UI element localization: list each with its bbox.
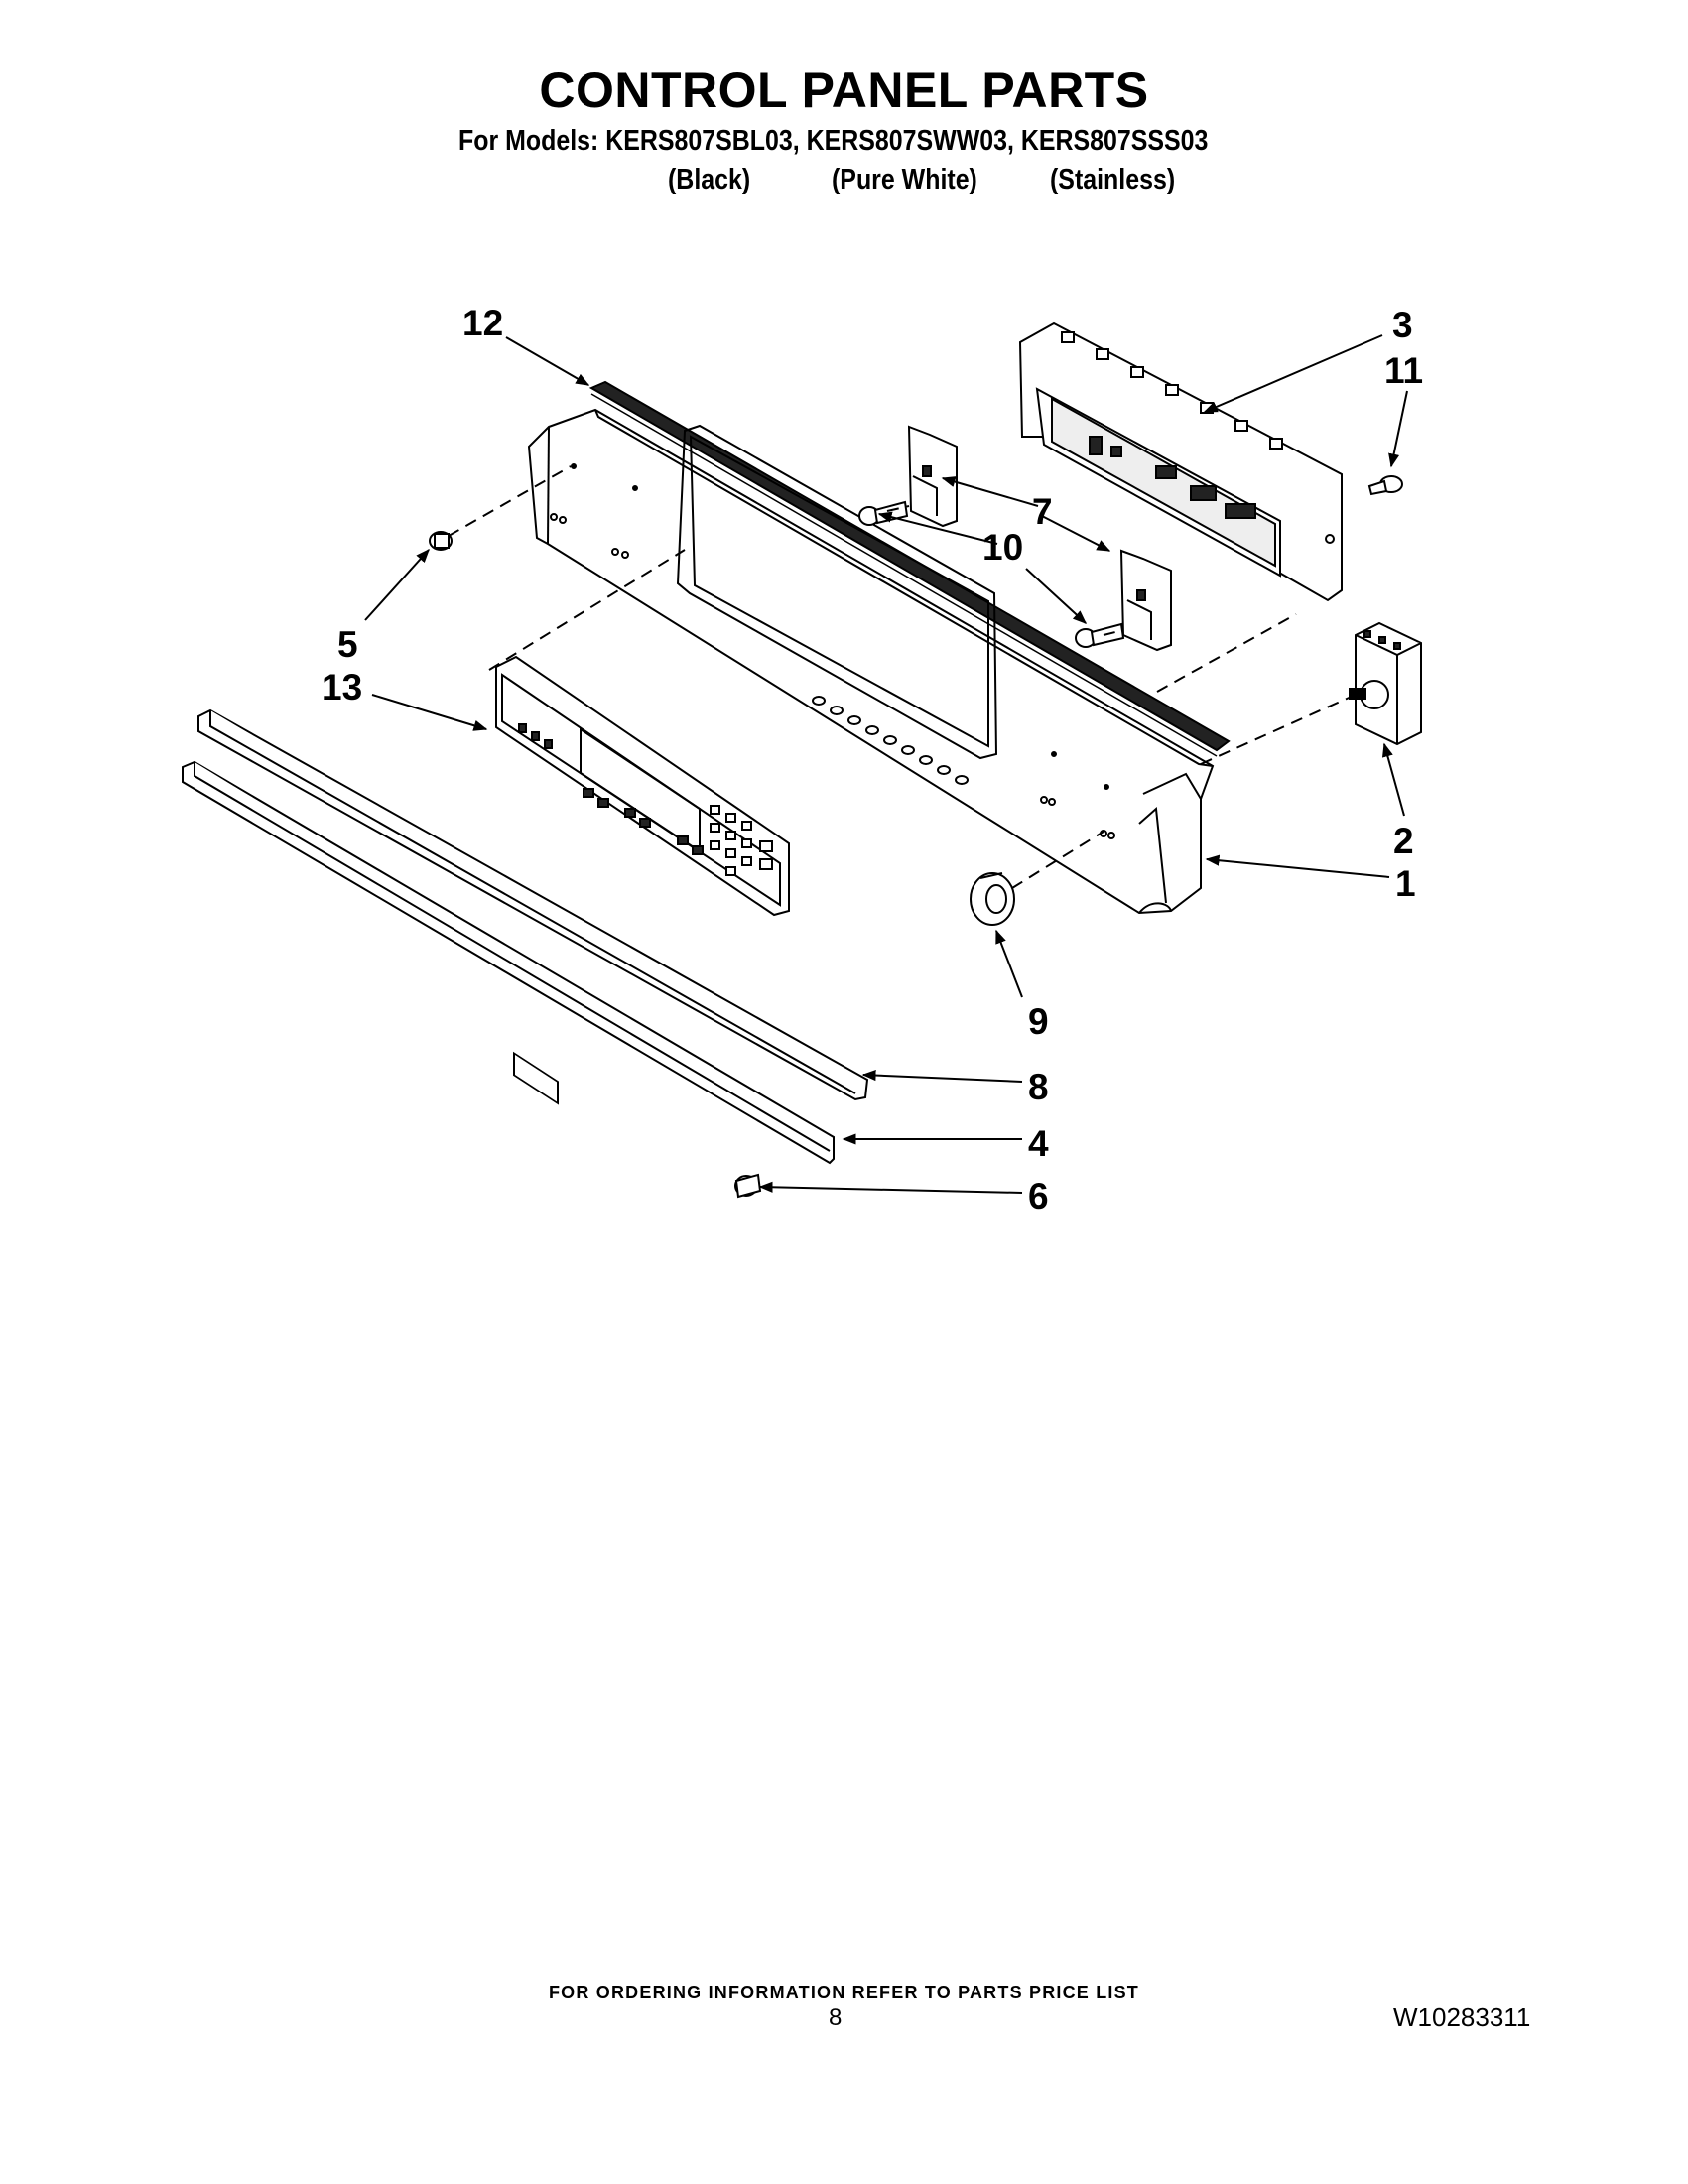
part-3-control-board <box>1018 321 1343 602</box>
callout-13: 13 <box>322 667 362 707</box>
variant-pure-white: (Pure White) <box>832 164 977 195</box>
leader-arrows <box>364 334 1408 1194</box>
callout-5: 5 <box>337 624 358 665</box>
callout-11: 11 <box>1384 350 1423 391</box>
callout-4: 4 <box>1028 1123 1049 1164</box>
part-10-screw-right <box>1075 622 1125 648</box>
document-number: W10283311 <box>1393 2002 1531 2032</box>
page-number: 8 <box>829 2004 843 2031</box>
part-13-overlay-panel <box>495 655 790 1105</box>
callout-2: 2 <box>1393 821 1414 861</box>
ordering-note: FOR ORDERING INFORMATION REFER TO PARTS … <box>548 1983 1139 2002</box>
part-5-plug <box>429 531 453 551</box>
callout-8: 8 <box>1028 1067 1049 1107</box>
callout-9: 9 <box>1028 1001 1049 1042</box>
part-7-bracket-right <box>1119 549 1172 652</box>
variant-stainless: (Stainless) <box>1050 164 1176 195</box>
part-7-bracket-left <box>907 425 958 528</box>
callout-12: 12 <box>462 303 503 343</box>
callout-6: 6 <box>1028 1176 1049 1217</box>
part-1-control-panel <box>527 408 1215 915</box>
callout-1: 1 <box>1395 863 1416 904</box>
part-9-knob <box>970 872 1015 926</box>
variant-black: (Black) <box>668 164 751 195</box>
callout-7: 7 <box>1032 491 1053 532</box>
callout-10: 10 <box>982 527 1023 568</box>
part-8-trim-strip <box>197 708 869 1101</box>
callout-3: 3 <box>1392 305 1413 345</box>
part-4-trim-strip <box>182 760 835 1165</box>
models-line: For Models: KERS807SBL03, KERS807SWW03, … <box>458 125 1209 157</box>
part-10-screw-left <box>858 500 909 526</box>
assembly-lines <box>448 465 1357 889</box>
part-6-screw <box>734 1173 762 1199</box>
part-12-top-trim <box>588 380 1231 757</box>
part-11-screw <box>1367 475 1403 496</box>
page-title: CONTROL PANEL PARTS <box>539 63 1149 118</box>
part-2-selector-switch <box>1349 621 1422 746</box>
